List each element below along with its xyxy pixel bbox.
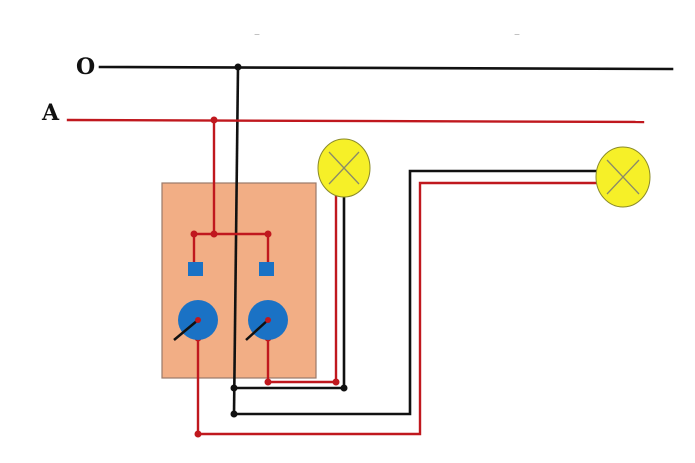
terminal-dot (264, 230, 272, 238)
terminal-dot (210, 230, 218, 238)
terminal-dot (194, 430, 202, 438)
terminal-dots (190, 116, 340, 438)
neutral-main-line (98, 65, 674, 71)
neutral-label: O (76, 54, 95, 80)
neutral-junction-dots (230, 63, 348, 418)
phase-main-line (66, 118, 645, 124)
switch-1-out (196, 181, 600, 436)
neutral-drop (232, 65, 240, 416)
lamp-1 (317, 138, 371, 198)
phase-wires (66, 118, 645, 436)
lamp-2 (595, 146, 651, 208)
terminal-dot (190, 230, 198, 238)
terminal-dot (210, 116, 218, 124)
junction-dot (230, 384, 238, 392)
switch-2 (245, 262, 288, 341)
switch-box (161, 182, 317, 379)
switch-2-lever (245, 319, 269, 341)
junction-dot (340, 384, 348, 392)
switch-1-contact (188, 262, 203, 276)
terminal-dot (264, 378, 272, 386)
switch-2-out (266, 195, 338, 384)
switch-1-pivot (195, 317, 201, 323)
switch-1 (173, 262, 218, 341)
neutral-to-lamp-2 (232, 169, 600, 416)
terminal-dot (332, 378, 340, 386)
switch-2-contact (259, 262, 274, 276)
top-mark-2: – (514, 27, 520, 41)
junction-dot (234, 63, 242, 71)
switch-1-lever (173, 319, 199, 341)
switch-2-pivot (265, 317, 271, 323)
top-mark-1: – (254, 27, 260, 41)
phase-label: A (41, 100, 60, 126)
junction-dot (230, 410, 238, 418)
